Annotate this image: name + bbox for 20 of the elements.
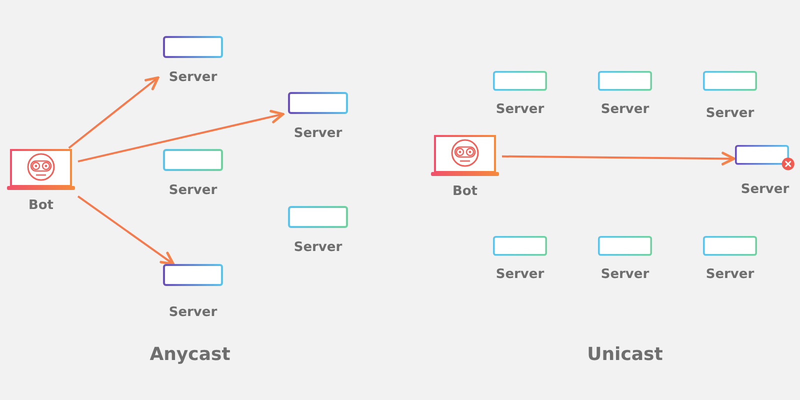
node-label: Server <box>496 267 544 282</box>
section-title: Anycast <box>150 344 230 365</box>
arrow <box>77 195 175 266</box>
node-label: Server <box>740 182 790 197</box>
node-label: Server <box>294 240 342 255</box>
node-label: Server <box>168 183 218 198</box>
node-label: Server <box>294 126 342 141</box>
node-label: Bot <box>452 184 478 199</box>
arrow <box>502 152 736 166</box>
node-label: Server <box>600 102 650 117</box>
node-label: Server <box>168 305 218 320</box>
node-label: Bot <box>28 198 54 213</box>
arrow <box>78 110 284 162</box>
arrow <box>68 76 160 149</box>
node-label: Server <box>706 267 754 282</box>
node-label: Server <box>706 106 754 121</box>
section-title: Unicast <box>587 344 663 365</box>
node-label: Server <box>496 102 544 117</box>
node-label: Server <box>600 267 650 282</box>
node-label: Server <box>168 70 218 85</box>
